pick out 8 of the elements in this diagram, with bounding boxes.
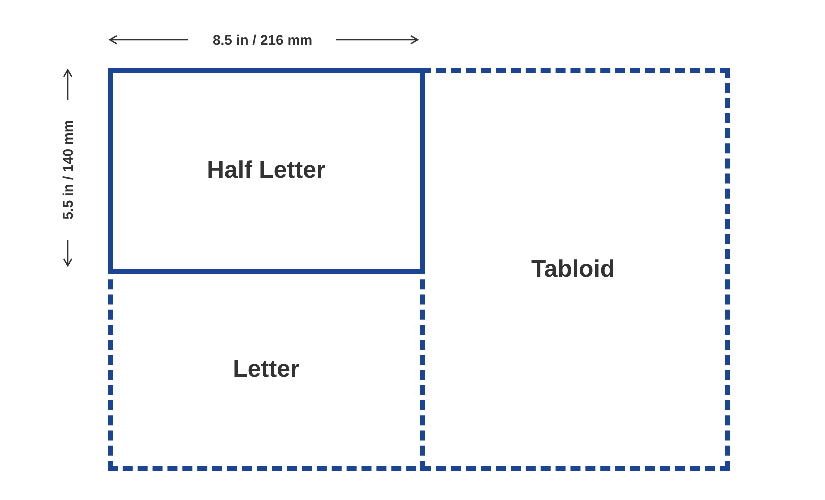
dimension-label: 8.5 in / 216 mm bbox=[213, 32, 313, 48]
size-label: Letter bbox=[233, 356, 300, 384]
size-label: Tabloid bbox=[531, 256, 616, 284]
size-label: Half Letter bbox=[207, 157, 326, 185]
solid-sheet-outline bbox=[108, 68, 425, 274]
dashed-sheet-outline bbox=[108, 68, 425, 471]
dashed-sheet-outline bbox=[108, 68, 730, 471]
dimension-label: 5.5 in / 140 mm bbox=[60, 120, 76, 220]
